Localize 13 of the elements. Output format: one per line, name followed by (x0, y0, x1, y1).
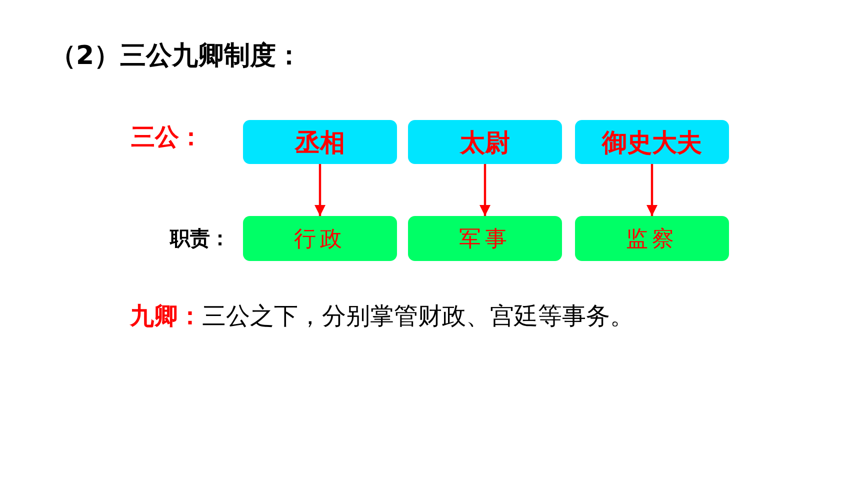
row-label: 三公： (131, 122, 203, 152)
office-box: 太尉 (408, 120, 562, 164)
note-text: 九卿：三公之下，分别掌管财政、宫廷等事务。 (130, 301, 634, 332)
duty-box: 监察 (575, 216, 729, 261)
duty-box: 军事 (408, 216, 562, 261)
arrow (314, 164, 326, 216)
arrow (480, 164, 490, 216)
heading: （2）三公九卿制度： (50, 40, 302, 73)
office-box: 丞相 (243, 120, 397, 164)
arrow (646, 164, 658, 216)
office-box: 御史大夫 (575, 120, 729, 164)
row-label: 职责： (170, 225, 230, 252)
duty-box: 行政 (243, 216, 397, 261)
